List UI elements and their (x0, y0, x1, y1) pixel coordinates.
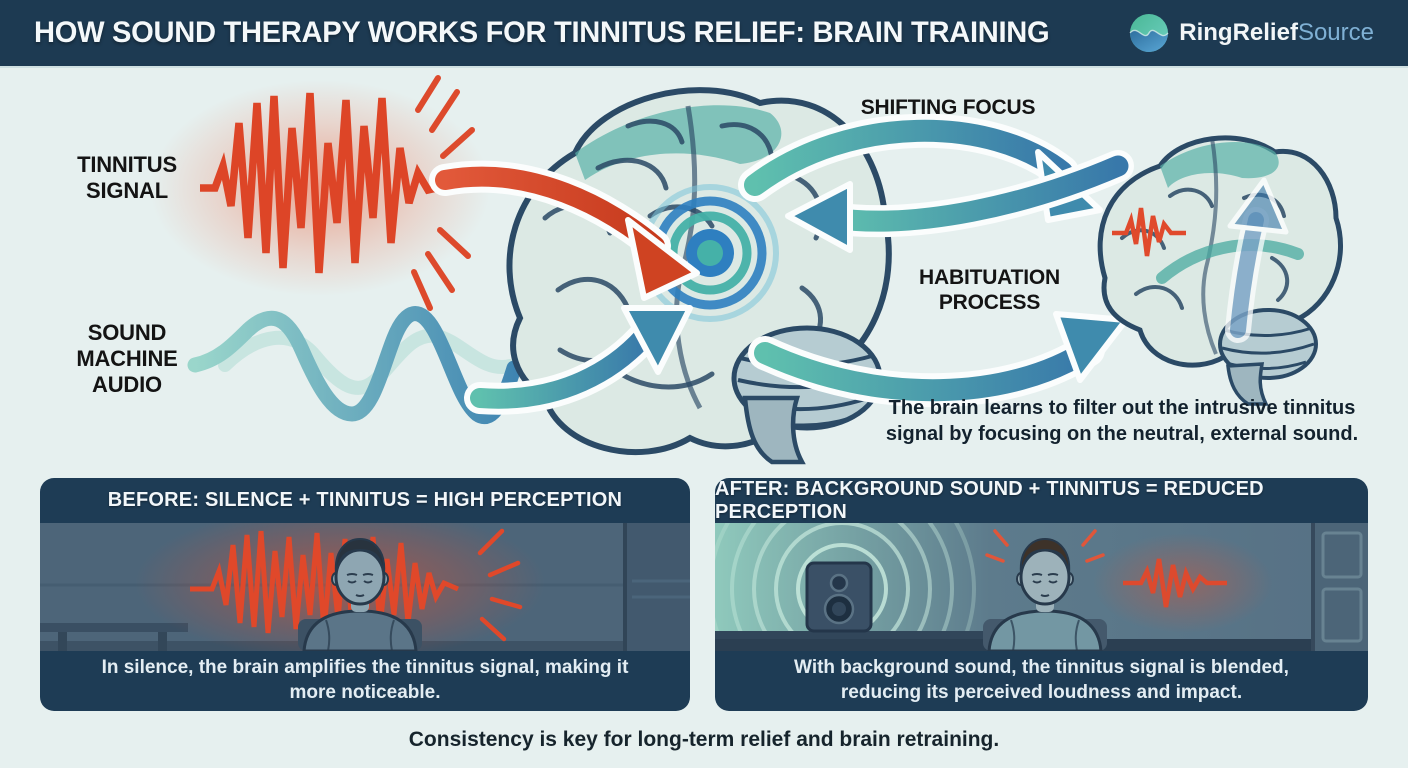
shifting-focus-label: SHIFTING FOCUS (860, 96, 1036, 119)
tinnitus-signal-label: TINNITUS SIGNAL (77, 152, 177, 203)
tinnitus-burst-lines (411, 75, 475, 311)
before-panel: BEFORE: SILENCE + TINNITUS = HIGH PERCEP… (40, 478, 690, 711)
brand-name-secondary: Source (1297, 19, 1374, 46)
brand-logo: RingReliefSource (1129, 13, 1374, 53)
page-title: HOW SOUND THERAPY WORKS FOR TINNITUS REL… (34, 16, 1050, 49)
after-scene-illustration (715, 523, 1368, 651)
diagram-description: The brain learns to filter out the intru… (885, 397, 1359, 445)
person-figure (983, 529, 1107, 651)
header-bar: HOW SOUND THERAPY WORKS FOR TINNITUS REL… (0, 0, 1408, 68)
after-panel-caption: With background sound, the tinnitus sign… (794, 657, 1289, 703)
wall-cabinet (1311, 523, 1368, 651)
brand-name-primary: RingRelief (1179, 19, 1298, 46)
habituation-process-label: HABITUATION PROCESS (919, 266, 1060, 314)
brainstem (742, 395, 806, 465)
before-panel-caption: In silence, the brain amplifies the tinn… (101, 657, 629, 703)
sound-input-arrow (464, 305, 693, 415)
footer: Consistency is key for long-term relief … (0, 711, 1408, 768)
brand-wave-icon (1129, 14, 1169, 52)
brain-training-diagram: TINNITUS SIGNAL SOUND MACHINE AUDIO SHIF… (0, 68, 1408, 478)
diagram-illustration (150, 75, 1343, 465)
footer-note: Consistency is key for long-term relief … (408, 727, 1000, 751)
person-figure (298, 537, 422, 651)
after-panel-scene (715, 523, 1368, 651)
habituation-arrow (748, 311, 1129, 408)
tinnitus-waveform-icon (150, 75, 490, 311)
refocus-return-arrow (785, 150, 1134, 253)
brand-name: RingReliefSource (1179, 19, 1374, 47)
tinnitus-input-arrow (429, 160, 700, 301)
improvement-up-arrow (1225, 177, 1289, 343)
desk (40, 623, 188, 651)
before-panel-title: BEFORE: SILENCE + TINNITUS = HIGH PERCEP… (107, 489, 623, 511)
blended-tinnitus-wave-icon (1093, 533, 1273, 633)
before-panel-scene (40, 523, 690, 651)
after-panel: AFTER: BACKGROUND SOUND + TINNITUS = RED… (715, 478, 1368, 711)
before-scene-illustration (40, 523, 690, 651)
small-brain-illustration (1097, 135, 1343, 406)
reduced-tinnitus-signal-icon (1112, 207, 1186, 257)
table (715, 631, 1035, 639)
speaker-icon (805, 561, 873, 633)
mild-tinnitus-burst-icon (985, 529, 1105, 563)
small-brainstem (1226, 362, 1269, 406)
sound-machine-audio-label: SOUND MACHINE AUDIO (76, 320, 178, 397)
after-panel-title: AFTER: BACKGROUND SOUND + TINNITUS = RED… (715, 478, 1264, 523)
